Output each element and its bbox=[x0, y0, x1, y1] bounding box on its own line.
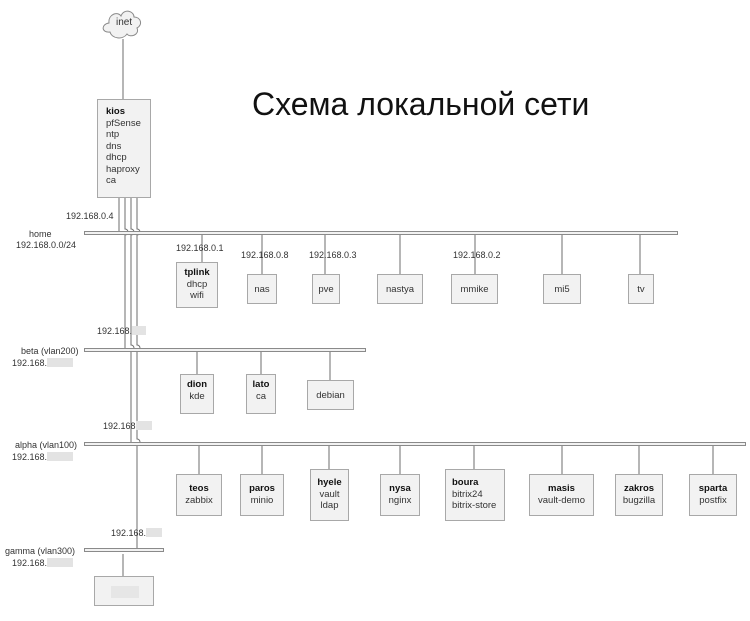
network-name-beta: beta (vlan200) bbox=[21, 346, 79, 356]
host-masis[interactable]: masis vault-demo bbox=[529, 474, 594, 516]
network-subnet-alpha: 192.168. bbox=[12, 452, 74, 463]
host-ip: 192.168.0.8 bbox=[241, 250, 289, 260]
node-name: pve bbox=[318, 284, 334, 295]
host-nastya[interactable]: nastya bbox=[377, 274, 423, 304]
node-name: boura bbox=[452, 477, 479, 488]
node-name: tplink bbox=[184, 267, 210, 278]
host-ip: 192.168.0.3 bbox=[309, 250, 357, 260]
node-name: nas bbox=[254, 284, 270, 295]
redacted-block bbox=[132, 326, 147, 335]
network-name-alpha: alpha (vlan100) bbox=[15, 440, 78, 450]
host-nysa[interactable]: nysa nginx bbox=[380, 474, 420, 516]
service-label: dhcp bbox=[106, 152, 127, 163]
bus-gamma bbox=[84, 548, 164, 552]
service-label: bugzilla bbox=[622, 494, 656, 506]
ip-text: 192.168. bbox=[12, 358, 48, 368]
service-label: bitrix-store bbox=[452, 500, 497, 511]
host-nas[interactable]: nas bbox=[247, 274, 277, 304]
ip-text: 192.168. bbox=[97, 326, 133, 336]
service-label: ca bbox=[106, 175, 117, 186]
gamma-trunk bbox=[136, 198, 141, 548]
host-mmike[interactable]: mmike bbox=[451, 274, 498, 304]
redacted-block bbox=[111, 586, 139, 598]
host-ip: 192.168.0.2 bbox=[453, 250, 501, 260]
service-label: nginx bbox=[388, 494, 412, 506]
service-label: pfSense bbox=[106, 117, 141, 129]
network-subnet-home: 192.168.0.0/24 bbox=[16, 240, 77, 250]
ip-text: 192.168 bbox=[103, 421, 136, 431]
network-name-gamma: gamma (vlan300) bbox=[5, 546, 76, 556]
service-label: minio bbox=[250, 494, 274, 506]
gateway-ip-beta: 192.168. bbox=[97, 326, 147, 337]
service-label: ntp bbox=[106, 129, 120, 140]
host-lato[interactable]: lato ca bbox=[246, 374, 276, 414]
service-label: postfix bbox=[699, 494, 727, 506]
node-name: tv bbox=[637, 284, 645, 295]
redacted-block bbox=[47, 358, 74, 367]
cloud-label: inet bbox=[116, 17, 133, 28]
node-name: nastya bbox=[386, 284, 414, 295]
host-debian[interactable]: debian bbox=[307, 380, 354, 410]
host-mi5[interactable]: mi5 bbox=[543, 274, 581, 304]
redacted-block bbox=[47, 558, 74, 567]
bus-alpha bbox=[84, 442, 746, 446]
host-teos[interactable]: teos zabbix bbox=[176, 474, 222, 516]
node-name: nysa bbox=[389, 483, 411, 494]
node-name: hyele bbox=[317, 477, 342, 488]
redacted-block bbox=[135, 421, 152, 430]
host-dion[interactable]: dion kde bbox=[180, 374, 214, 414]
network-name-home: home bbox=[29, 229, 52, 239]
node-name: teos bbox=[189, 483, 209, 494]
redacted-block bbox=[47, 452, 74, 461]
cloud-icon bbox=[102, 10, 142, 39]
service-label: ca bbox=[255, 390, 267, 402]
node-name: lato bbox=[252, 379, 270, 390]
gateway-ip-gamma: 192.168. bbox=[111, 528, 163, 539]
network-subnet-beta: 192.168. bbox=[12, 358, 74, 369]
network-subnet-gamma: 192.168. bbox=[12, 558, 74, 569]
bus-beta bbox=[84, 348, 366, 352]
host-paros[interactable]: paros minio bbox=[240, 474, 284, 516]
redacted-block bbox=[146, 528, 163, 537]
service-label: dhcp bbox=[186, 278, 208, 290]
service-label: vault-demo bbox=[538, 494, 585, 506]
host-ip: 192.168.0.1 bbox=[176, 243, 224, 253]
node-name: zakros bbox=[623, 483, 655, 494]
router-kios[interactable]: kios pfSense ntp dns dhcp haproxy ca bbox=[97, 99, 151, 198]
host-tv[interactable]: tv bbox=[628, 274, 654, 304]
gateway-ip-alpha: 192.168 bbox=[103, 421, 152, 432]
node-name: kios bbox=[106, 106, 126, 117]
bus-home bbox=[84, 231, 678, 235]
host-hyele[interactable]: hyele vault ldap bbox=[310, 469, 349, 521]
host-pve[interactable]: pve bbox=[312, 274, 340, 304]
ip-text: 192.168. bbox=[111, 528, 147, 538]
node-name: sparta bbox=[698, 483, 728, 494]
page-title: Схема локальной сети bbox=[252, 86, 590, 122]
ip-text: 192.168. bbox=[12, 452, 48, 462]
service-label: zabbix bbox=[185, 494, 213, 506]
host-tplink[interactable]: tplink dhcp wifi bbox=[176, 262, 218, 308]
service-label: kde bbox=[189, 390, 205, 402]
host-boura[interactable]: boura bitrix24 bitrix-store bbox=[445, 469, 505, 521]
node-name: mi5 bbox=[554, 284, 570, 295]
node-name: paros bbox=[249, 483, 275, 494]
host-zakros[interactable]: zakros bugzilla bbox=[615, 474, 663, 516]
node-name: mmike bbox=[460, 284, 489, 295]
gateway-ip-home: 192.168.0.4 bbox=[66, 211, 114, 221]
service-label: vault bbox=[319, 488, 340, 500]
service-label: ldap bbox=[320, 500, 339, 511]
node-name: masis bbox=[548, 483, 575, 494]
host-gamma-redacted[interactable] bbox=[94, 576, 154, 606]
node-name: dion bbox=[186, 379, 208, 390]
service-label: dns bbox=[106, 140, 122, 152]
service-label: bitrix24 bbox=[452, 488, 483, 500]
service-label: wifi bbox=[190, 290, 204, 301]
ip-text: 192.168. bbox=[12, 558, 48, 568]
host-sparta[interactable]: sparta postfix bbox=[689, 474, 737, 516]
service-label: haproxy bbox=[106, 163, 140, 175]
node-name: debian bbox=[316, 390, 345, 401]
